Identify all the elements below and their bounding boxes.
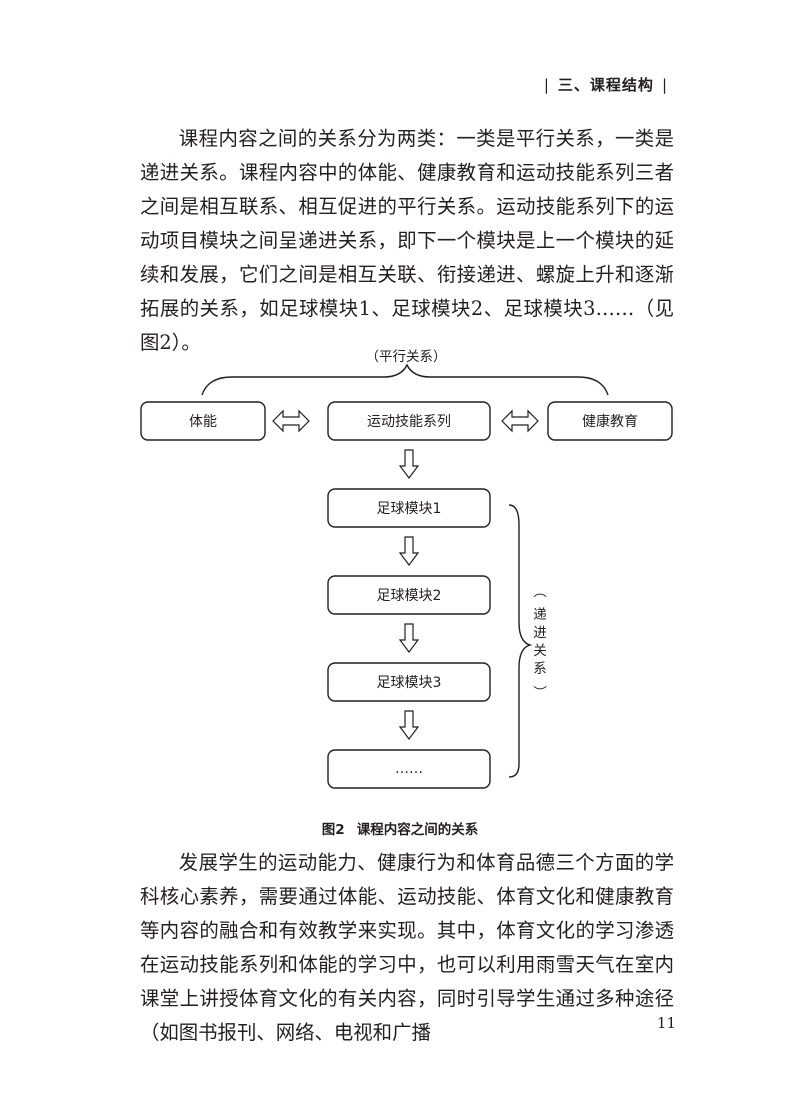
box-football-module-2-label: 足球模块2 [377,588,442,604]
divider: | [661,76,668,94]
box-motor-skills-series [327,401,491,441]
box-health-education-label: 健康教育 [582,413,638,430]
box-football-module-2 [327,575,491,615]
down-arrow-icon [399,710,419,740]
box-fitness [140,401,266,441]
parallel-relation-label: （平行关系） [366,349,447,365]
down-arrow-icon [399,449,419,479]
divider: | [543,76,550,94]
running-head: | 三、课程结构 | [536,74,676,95]
section-title: 三、课程结构 [557,76,654,94]
progressive-relation-label-char: 系 [533,661,547,677]
page-number: 11 [656,1014,676,1032]
box-more-modules [327,749,491,789]
body-paragraph: 课程内容之间的关系分为两类：一类是平行关系，一类是递进关系。课程内容中的体能、健… [140,127,674,354]
figure-title: 课程内容之间的关系 [356,822,479,838]
progressive-brace [508,504,533,778]
double-arrow-icon [501,410,539,432]
box-more-modules-label: …… [395,761,423,777]
body-paragraph: 发展学生的运动能力、健康行为和体育品德三个方面的学科核心素养，需要通过体能、运动… [140,851,674,1044]
progressive-relation-label-char: （ [531,584,547,598]
box-health-education [547,401,673,441]
parallel-brace [201,363,609,396]
box-football-module-1-label: 足球模块1 [377,501,442,517]
down-arrow-icon [399,623,419,653]
box-football-module-1 [327,488,491,528]
figure-caption: 图2 课程内容之间的关系 [0,818,800,838]
course-relationship-diagram: （平行关系） 体能 运动技能系列 健康教育 足球模块1 足球模块2 足球模块3 … [140,349,673,789]
box-fitness-label: 体能 [189,414,217,430]
box-football-module-3-label: 足球模块3 [377,675,442,691]
figure-number: 图2 [321,822,345,838]
progressive-relation-label-char: 进 [533,625,547,641]
progressive-relation-label-char: ） [531,685,547,699]
down-arrow-icon [399,536,419,566]
progressive-relation-label-char: 关 [533,643,547,659]
progressive-relation-label-char: 递 [533,607,547,623]
double-arrow-icon [272,410,310,432]
box-football-module-3 [327,662,491,702]
box-motor-skills-series-label: 运动技能系列 [367,414,451,430]
